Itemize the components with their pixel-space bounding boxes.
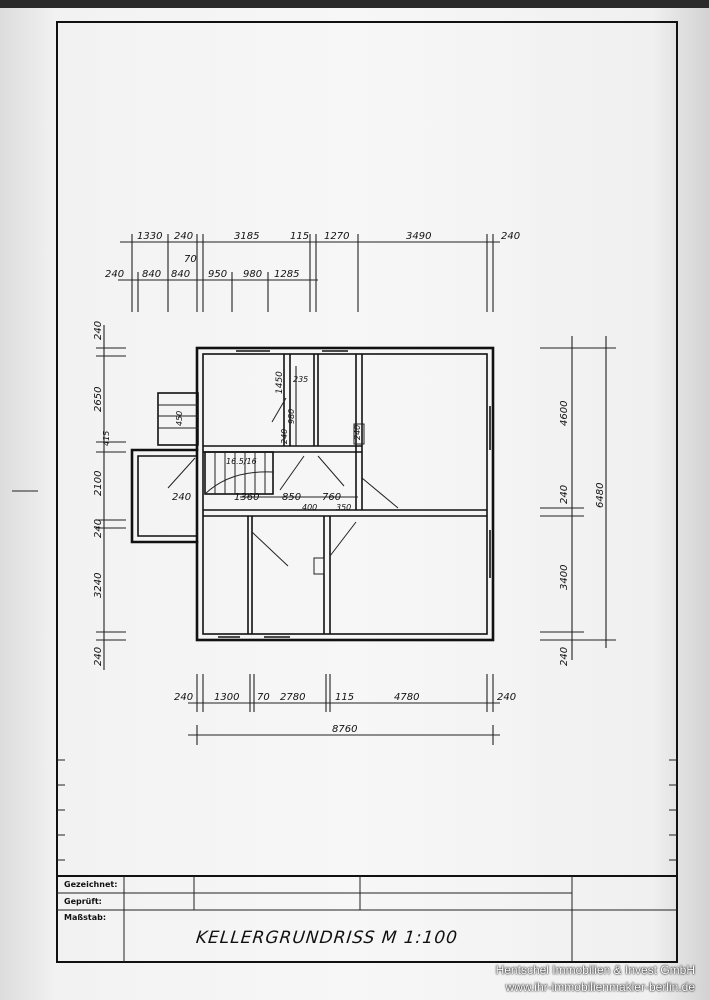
dim-bottom-6: 240 (497, 692, 516, 703)
checked-by-label: Geprüft: (64, 897, 102, 906)
dim-bottom-3: 2780 (280, 692, 305, 703)
drawing-title: KELLERGRUNDRISS M 1:100 (194, 928, 459, 948)
dim-int-10: 760 (322, 492, 341, 503)
dim-int-5: 16.5/16 (226, 457, 257, 466)
dim-int-0: 1450 (275, 371, 285, 394)
dim-int-11: 400 (302, 503, 317, 512)
dim-left-4: 240 (93, 519, 104, 538)
scan-edge (0, 0, 709, 8)
dim-int-12: 350 (336, 503, 351, 512)
dim-int-1: 235 (293, 375, 308, 384)
dim-bottom-total: 8760 (332, 724, 357, 735)
dim-bottom-1: 1300 (214, 692, 239, 703)
dim-int-8: 240 (353, 425, 362, 440)
margin-ticks (57, 759, 677, 861)
dim-int-3: 240 (280, 429, 289, 444)
dim-int-2: 980 (287, 409, 296, 424)
door-swings (167, 350, 491, 638)
dim-top1-small: 70 (184, 254, 197, 265)
dim-left-1: 2650 (93, 387, 104, 412)
watermark-url: www.ihr-immobilienmakler-berlin.de (505, 980, 695, 994)
dimension-labels: 1330 240 3185 115 1270 3490 240 70 240 8… (93, 231, 606, 735)
dim-left-2: 415 (102, 431, 111, 446)
dim-top2-0: 240 (105, 269, 124, 280)
dim-top1-2: 3185 (234, 231, 259, 242)
dim-bottom-2: 70 (257, 692, 270, 703)
dim-int-7: 1360 (234, 492, 259, 503)
dim-int-4: 240 (172, 492, 191, 503)
dim-left-0: 240 (93, 321, 104, 340)
dim-top1-1: 240 (174, 231, 193, 242)
dim-int-9: 850 (282, 492, 301, 503)
watermark-company: Hentschel Immobilien & Invest GmbH (495, 963, 695, 977)
dim-left-3: 2100 (93, 471, 104, 496)
dim-right-3: 240 (559, 647, 570, 666)
scale-label: Maßstab: (64, 913, 107, 922)
dim-bottom-0: 240 (174, 692, 193, 703)
dim-top2-3: 950 (208, 269, 227, 280)
dim-top1-4: 1270 (324, 231, 349, 242)
drawing-frame (56, 21, 678, 963)
dim-right-total: 6480 (595, 483, 606, 508)
title-block (57, 875, 677, 962)
dim-top1-3: 115 (290, 231, 309, 242)
dim-int-6: 450 (175, 411, 184, 426)
dim-bottom-5: 4780 (394, 692, 419, 703)
dim-top2-4: 980 (243, 269, 262, 280)
dim-top2-2: 840 (171, 269, 190, 280)
dim-right-1: 240 (559, 485, 570, 504)
dim-top2-5: 1285 (274, 269, 299, 280)
dim-top1-6: 240 (501, 231, 520, 242)
dim-right-2: 3400 (559, 565, 570, 590)
dim-top1-0: 1330 (137, 231, 162, 242)
walls (130, 346, 495, 642)
dim-top1-5: 3490 (406, 231, 431, 242)
dim-right-0: 4600 (559, 401, 570, 426)
dim-left-5: 3240 (93, 573, 104, 598)
dim-top2-1: 840 (142, 269, 161, 280)
dimension-lines (96, 234, 616, 745)
dim-bottom-4: 115 (335, 692, 354, 703)
dim-left-6: 240 (93, 647, 104, 666)
drawn-by-label: Gezeichnet: (64, 880, 118, 889)
